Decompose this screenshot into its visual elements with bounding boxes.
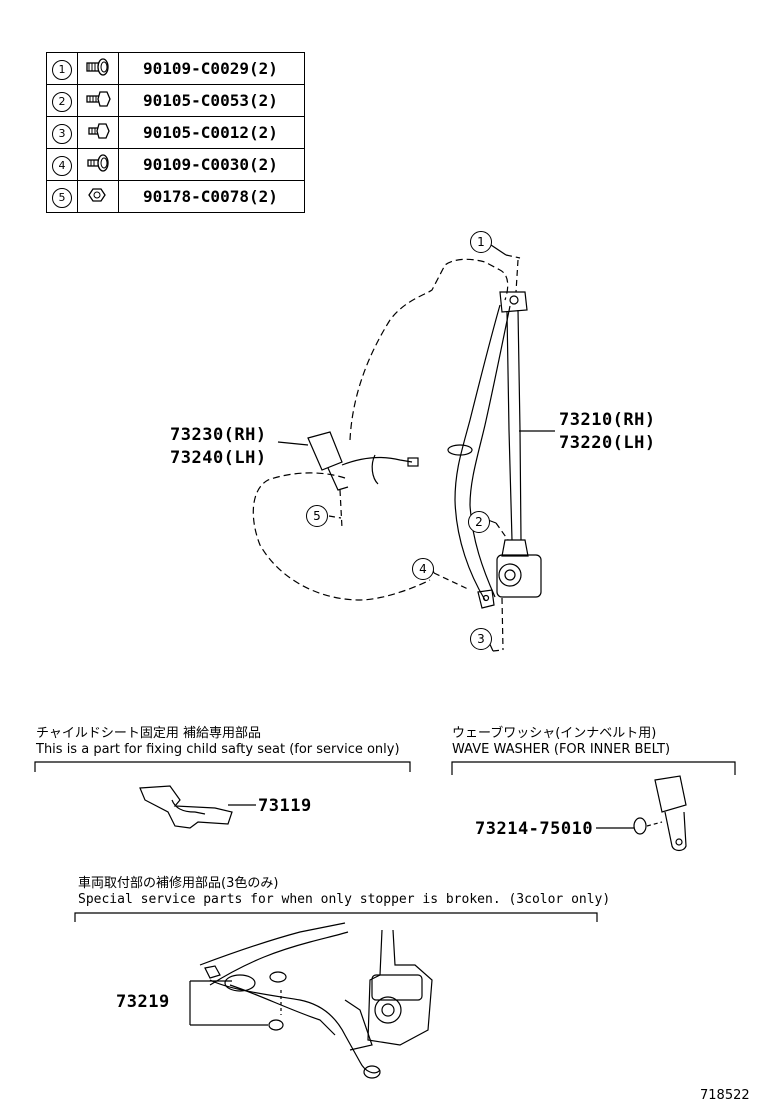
- callout-1: 1: [470, 231, 492, 253]
- stopper-part-label: 73219: [116, 992, 170, 1012]
- child-seat-bracket: [139, 785, 233, 829]
- child-seat-caption-jp: チャイルドシート固定用 補給専用部品: [36, 726, 262, 741]
- index-badge: 1: [52, 59, 72, 80]
- wave-washer-caption-en: WAVE WASHER (FOR INNER BELT): [452, 742, 671, 757]
- stopper-belt: [199, 922, 346, 966]
- callout-4: 4: [412, 558, 434, 580]
- wave-washer-part-label: 73214-75010: [475, 819, 594, 839]
- part-number: 90109-C0030(2): [118, 148, 305, 181]
- part-number: 90105-C0053(2): [118, 84, 305, 117]
- table-row: 3 90105-C0012(2): [46, 116, 305, 149]
- stopper-mount: [209, 979, 381, 1074]
- nut-icon: [88, 187, 106, 202]
- table-row: 4 90109-C0030(2): [46, 148, 305, 181]
- callout-2: 2: [468, 511, 490, 533]
- lower-anchor: [477, 589, 495, 609]
- inner-belt-buckle: [654, 775, 687, 813]
- hex-bolt-icon: [88, 122, 110, 139]
- seat-cushion-outline: [252, 472, 431, 601]
- index-badge: 4: [52, 155, 72, 176]
- index-badge: 2: [52, 91, 72, 112]
- stopper-button: [269, 971, 287, 983]
- table-row: 5 90178-C0078(2): [46, 180, 305, 213]
- figure-id: 718522: [700, 1088, 750, 1103]
- flange-bolt-icon: [87, 153, 109, 172]
- fastener-table: 1 90109-C0029(2) 2 90105-C0053(2) 3 9010…: [46, 52, 305, 213]
- buckle-rh-label: 73230(RH): [170, 425, 267, 445]
- child-seat-part-label: 73119: [258, 796, 312, 816]
- hex-bolt-icon: [86, 90, 111, 107]
- retractor: [496, 554, 542, 598]
- belt-rh-label: 73210(RH): [559, 410, 656, 430]
- callout-5: 5: [306, 505, 328, 527]
- stopper-caption-jp: 車両取付部の補修用部品(3色のみ): [78, 876, 279, 891]
- index-badge: 5: [52, 187, 72, 208]
- index-badge: 3: [52, 123, 72, 144]
- shoulder-belt: [454, 304, 501, 601]
- table-row: 2 90105-C0053(2): [46, 84, 305, 117]
- child-seat-caption-en: This is a part for fixing child safty se…: [36, 742, 400, 757]
- upper-anchor: [499, 291, 528, 313]
- seat-back-outline: [349, 258, 509, 441]
- table-row: 1 90109-C0029(2): [46, 52, 305, 85]
- buckle: [307, 431, 343, 471]
- callout-3: 3: [470, 628, 492, 650]
- stopper-caption-en: Special service parts for when only stop…: [78, 892, 611, 907]
- buckle-wire: [341, 456, 413, 466]
- belt-lh-label: 73220(LH): [559, 433, 656, 453]
- part-number: 90105-C0012(2): [118, 116, 305, 149]
- wave-washer: [633, 817, 647, 835]
- part-number: 90109-C0029(2): [118, 52, 305, 85]
- wave-washer-caption-jp: ウェーブワッシャ(インナベルト用): [452, 726, 657, 741]
- flange-bolt-icon: [86, 57, 109, 76]
- stopper-washer: [268, 1019, 284, 1031]
- part-number: 90178-C0078(2): [118, 180, 305, 213]
- belt-guide: [447, 444, 473, 456]
- buckle-lh-label: 73240(LH): [170, 448, 267, 468]
